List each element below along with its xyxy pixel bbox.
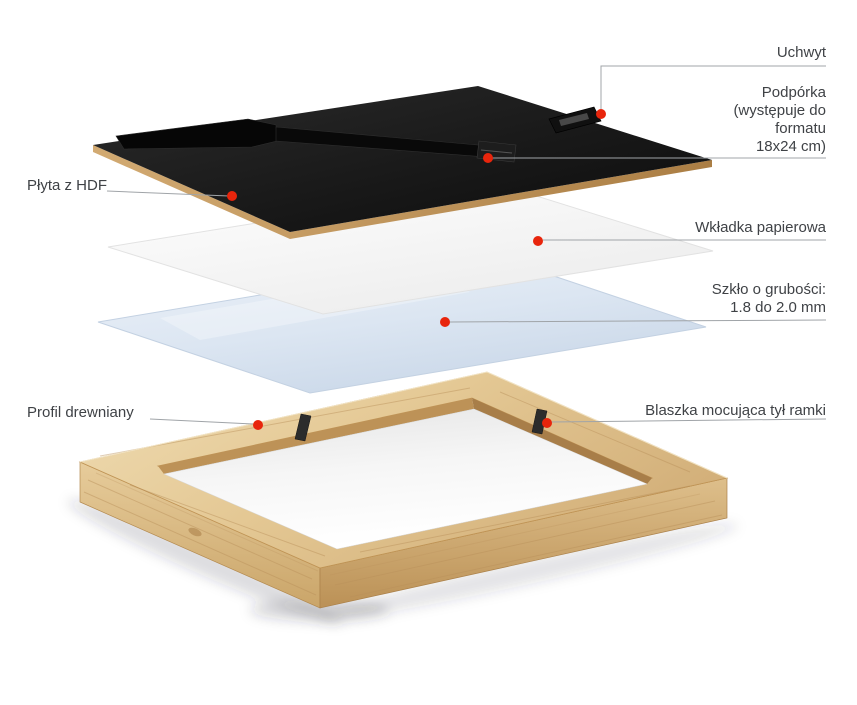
hanger-slot <box>559 113 589 126</box>
leader-line-blaszka <box>550 418 827 423</box>
marker-uchwyt <box>596 109 606 119</box>
wooden-frame <box>78 371 729 609</box>
marker-szklo <box>440 317 450 327</box>
marker-blaszka <box>542 418 552 428</box>
frame-inner-wall-right <box>472 398 652 484</box>
wood-knot <box>188 527 202 537</box>
marker-plyta <box>227 191 237 201</box>
support-stand-flap <box>115 118 278 150</box>
hdf-board-surface <box>93 86 712 232</box>
mounting-tab-left <box>294 413 312 442</box>
label-profil: Profil drewniany <box>27 404 134 421</box>
hdf-board-edge <box>93 145 712 239</box>
marker-profil <box>253 420 263 430</box>
marker-wkladka <box>533 236 543 246</box>
label-uchwyt: Uchwyt <box>776 44 826 61</box>
hinge-pin <box>480 149 513 154</box>
leader-line-profil <box>149 418 254 425</box>
label-szklo: Szkło o grubości: 1.8 do 2.0 mm <box>711 281 826 316</box>
frame-inner-wall-left <box>158 398 474 474</box>
mounting-tab-right <box>531 408 548 435</box>
leader-line-szklo <box>449 319 827 323</box>
wood-grain <box>83 387 723 598</box>
frame-shadow <box>67 499 738 625</box>
hdf-board-group <box>93 86 712 239</box>
frame-edge-highlight <box>79 371 728 479</box>
label-blaszka: Blaszka mocująca tył ramki <box>645 402 826 419</box>
label-podporka: Podpórka (występuje do formatu 18x24 cm) <box>733 84 826 155</box>
leader-line-uchwyt <box>600 65 826 114</box>
marker-podporka <box>483 153 493 163</box>
label-plyta-hdf: Płyta z HDF <box>27 177 108 194</box>
leader-line-plyta <box>106 190 230 197</box>
label-wkladka: Wkładka papierowa <box>695 219 826 236</box>
frame-backing-panel <box>163 408 648 550</box>
